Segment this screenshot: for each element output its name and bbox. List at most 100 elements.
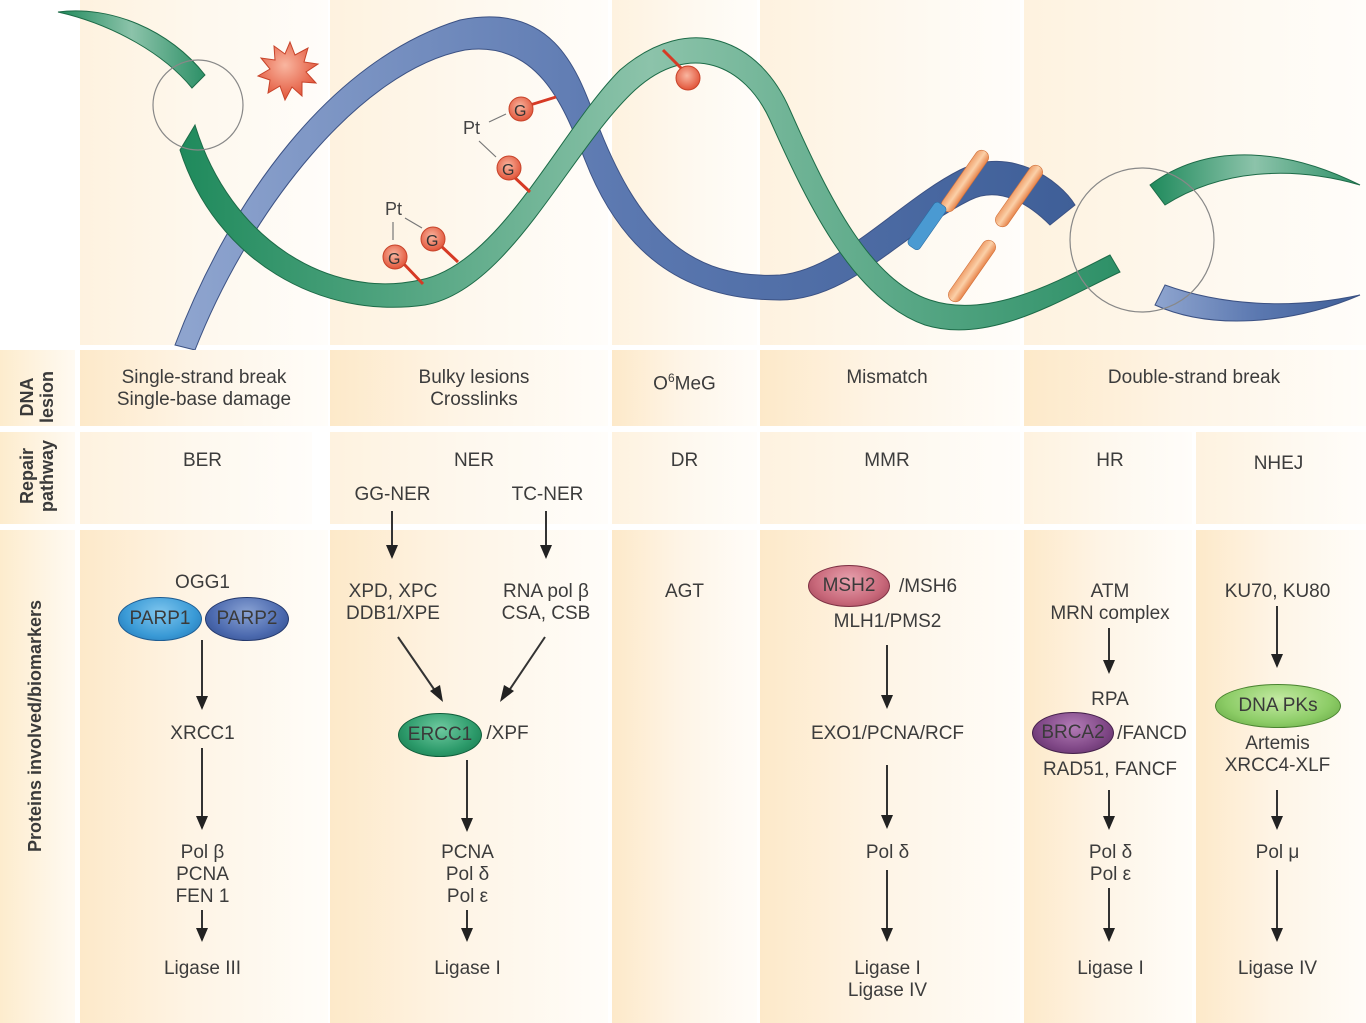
protein-mlh1-pms2: MLH1/PMS2 bbox=[833, 611, 942, 632]
pathway-cell-nhej bbox=[1196, 432, 1366, 524]
arrow-ner-2 bbox=[461, 910, 473, 942]
protein-msh6: /MSH6 bbox=[898, 576, 958, 597]
protein-ner-ligase: Ligase I bbox=[434, 958, 501, 979]
base-pair-rung bbox=[995, 164, 1043, 228]
pathway-hr: HR bbox=[1096, 450, 1124, 471]
methyl-adduct-icon bbox=[675, 65, 701, 91]
protein-fancd: /FANCD bbox=[1117, 723, 1187, 744]
arrow-hr-3 bbox=[1103, 888, 1115, 942]
arrow-hr-2 bbox=[1103, 790, 1115, 830]
arrow-ber-1 bbox=[196, 640, 208, 710]
dna-strand-green-fragment bbox=[57, 10, 206, 89]
arrow-gg-to-ercc1 bbox=[397, 636, 439, 696]
pathway-cell-mmr bbox=[760, 432, 1020, 524]
subpathway-tc-ner: TC-NER bbox=[511, 484, 584, 505]
arrow-head bbox=[500, 685, 514, 702]
pathway-cell-hr bbox=[1024, 432, 1192, 524]
lesion-dr: O6MeG bbox=[653, 371, 716, 395]
lesion-cell-ber bbox=[80, 350, 328, 426]
arrow-tc-ner bbox=[540, 511, 552, 559]
base-damage-starburst-icon bbox=[256, 40, 320, 102]
pathway-ber: BER bbox=[182, 450, 223, 471]
svg-text:G: G bbox=[426, 233, 438, 250]
arrow-ber-3 bbox=[196, 910, 208, 942]
dna-strand-blue bbox=[174, 16, 1076, 350]
arrow-nhej-1 bbox=[1271, 606, 1283, 668]
protein-agt: AGT bbox=[664, 581, 705, 602]
ner-converging-arrows bbox=[397, 636, 546, 702]
protein-rad51-fancf: RAD51, FANCF bbox=[1042, 759, 1178, 780]
arrow-nhej-3 bbox=[1271, 870, 1283, 942]
row-label-cell-lesion bbox=[0, 350, 75, 426]
platinum-label-upper: Pt bbox=[463, 118, 480, 138]
protein-brca2-oval: BRCA2 bbox=[1032, 712, 1114, 754]
lesion-cell-mmr bbox=[760, 350, 1020, 426]
protein-xpf: /XPF bbox=[486, 723, 529, 744]
pathway-cell-ner bbox=[330, 432, 608, 524]
pathway-mmr: MMR bbox=[864, 450, 910, 471]
pathway-cell-ber bbox=[80, 432, 312, 524]
pathway-dr: DR bbox=[670, 450, 699, 471]
protein-mmr-pol-delta: Pol δ bbox=[865, 842, 910, 863]
protein-rpa: RPA bbox=[1091, 689, 1129, 710]
protein-ogg1: OGG1 bbox=[175, 572, 230, 593]
protein-xrcc1: XRCC1 bbox=[170, 723, 235, 744]
protein-pol-mu: Pol μ bbox=[1255, 842, 1300, 863]
arrow-ner-1 bbox=[461, 760, 473, 832]
proteins-cell-dr bbox=[612, 530, 757, 1023]
protein-msh2-oval: MSH2 bbox=[808, 565, 890, 607]
dna-strand-green bbox=[179, 37, 1121, 331]
single-strand-break-circle bbox=[152, 59, 244, 151]
protein-dna-pks-oval: DNA PKs bbox=[1215, 684, 1341, 728]
dna-strand-green-right-end bbox=[1149, 154, 1361, 206]
row-label-cell-pathway bbox=[0, 432, 75, 524]
pathway-cell-dr bbox=[612, 432, 757, 524]
guanine-adduct-icon bbox=[420, 226, 446, 252]
protein-parp1-oval: PARP1 bbox=[118, 597, 202, 641]
platinum-label-lower: Pt bbox=[385, 199, 402, 219]
pathway-ner: NER bbox=[453, 450, 495, 471]
arrow-mmr-2 bbox=[881, 765, 893, 829]
mismatched-base-icon bbox=[907, 201, 947, 251]
proteins-cell-mmr bbox=[760, 530, 1020, 1023]
row-label-lesion: DNA lesion bbox=[17, 371, 57, 424]
svg-text:G: G bbox=[388, 251, 400, 268]
protein-hr-ligase: Ligase I bbox=[1077, 958, 1144, 979]
svg-text:G: G bbox=[514, 103, 526, 120]
svg-text:G: G bbox=[502, 162, 514, 179]
subpathway-gg-ner: GG-NER bbox=[354, 484, 431, 505]
lesion-cell-ner bbox=[330, 350, 608, 426]
protein-exo1-pcna-rcf: EXO1/PCNA/RCF bbox=[810, 723, 965, 744]
row-label-pathway: Repair pathway bbox=[17, 439, 57, 513]
row-label-cell-proteins bbox=[0, 530, 75, 1023]
protein-ercc1-oval: ERCC1 bbox=[398, 713, 482, 757]
protein-ligase-iii: Ligase III bbox=[163, 958, 242, 979]
pathway-nhej: NHEJ bbox=[1253, 453, 1304, 474]
double-strand-break-circle bbox=[1069, 167, 1215, 313]
methyl-adduct-stem bbox=[661, 48, 685, 72]
guanine-adduct-icon bbox=[382, 244, 408, 270]
arrow-mmr-1 bbox=[881, 645, 893, 709]
guanine-adduct-icon bbox=[496, 155, 522, 181]
arrow-mmr-3 bbox=[881, 870, 893, 942]
base-pair-rung bbox=[948, 239, 996, 303]
row-label-proteins: Proteins involved/biomarkers bbox=[25, 599, 45, 853]
protein-parp2-oval: PARP2 bbox=[205, 597, 289, 641]
dna-damage-illustration: Pt G G Pt G G bbox=[57, 10, 1361, 350]
arrow-ber-2 bbox=[196, 748, 208, 830]
arrow-nhej-2 bbox=[1271, 790, 1283, 830]
arrow-head bbox=[430, 685, 443, 702]
protein-nhej-ligase: Ligase IV bbox=[1237, 958, 1318, 979]
proteins-cell-ber bbox=[80, 530, 328, 1023]
lesion-dsb: Double-strand break bbox=[1107, 367, 1281, 388]
lesion-cell-dsb bbox=[1024, 350, 1366, 426]
